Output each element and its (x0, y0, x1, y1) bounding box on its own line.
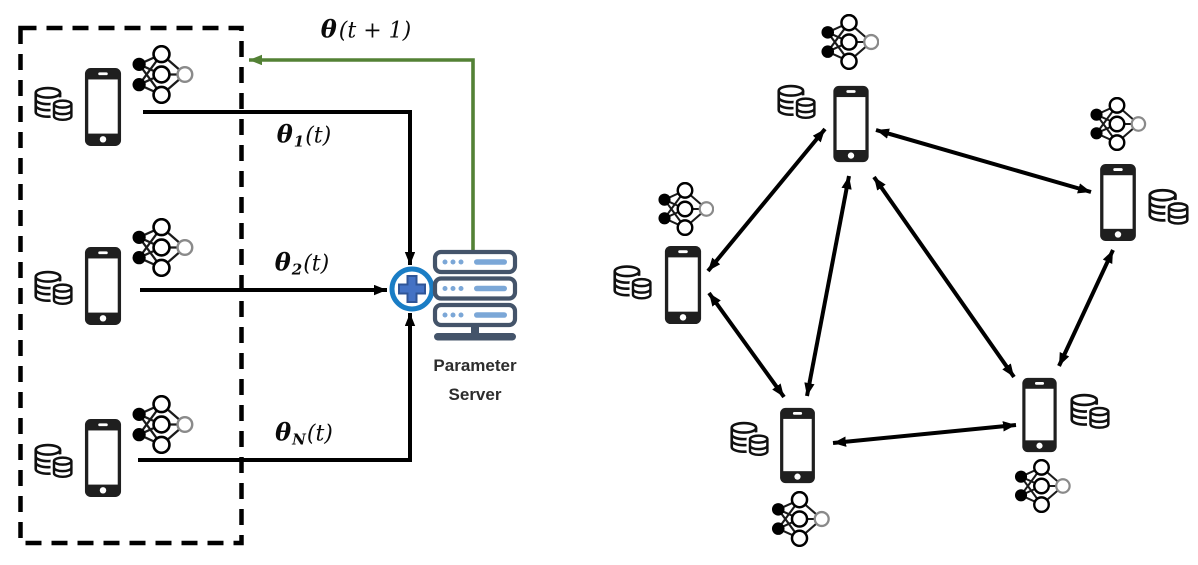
peer-node-top-center (779, 14, 879, 163)
parameter-server-caption-line2: Server (448, 385, 502, 404)
p2p-link-leftmiddle-bottomcenter (707, 291, 786, 399)
database-icon (1150, 190, 1187, 223)
neural-network-icon (131, 395, 194, 454)
global-model-label: θ(t + 1) (320, 14, 412, 44)
server-leds (442, 259, 507, 318)
smartphone-icon (833, 85, 869, 163)
parameter-server-caption: Parameter Server (433, 351, 516, 409)
upload-arrow-N (138, 313, 416, 462)
client-device-N (36, 395, 194, 497)
neural-network-icon (657, 182, 714, 236)
peer-node-top-right (1089, 97, 1187, 242)
neural-network-icon (1013, 459, 1071, 513)
database-icon (36, 445, 72, 477)
server-stack-icon (432, 249, 518, 341)
smartphone-icon (1022, 377, 1057, 453)
p2p-link-topcenter-bottomcenter (804, 175, 852, 397)
database-icon (779, 86, 815, 118)
database-icon (36, 272, 72, 304)
database-icon (732, 423, 768, 455)
server-stand (434, 325, 516, 341)
clients-boundary-dashed-box (18, 25, 244, 546)
database-icon (615, 267, 651, 299)
neural-network-icon (820, 14, 879, 70)
p2p-link-leftmiddle-topcenter (706, 127, 827, 273)
client-device-2 (36, 218, 194, 325)
peer-node-bottom-center (732, 407, 830, 547)
plus-aggregator-icon (389, 266, 435, 312)
neural-network-icon (131, 218, 194, 277)
database-icon (36, 88, 72, 120)
p2p-link-topcenter-bottomright (872, 175, 1016, 379)
smartphone-icon (84, 419, 122, 497)
theta-2-label: θ2(t) (274, 247, 330, 279)
client-device-1 (36, 45, 194, 146)
parameter-server-caption-line1: Parameter (433, 356, 517, 375)
p2p-links-group (706, 127, 1115, 447)
p2p-link-topright-bottomright (1057, 249, 1115, 367)
broadcast-arrow (249, 54, 475, 252)
upload-arrow-1 (143, 110, 416, 265)
smartphone-icon (1100, 163, 1136, 242)
p2p-link-bottomcenter-bottomright (832, 421, 1017, 447)
plus-icon (398, 275, 426, 303)
neural-network-icon (1089, 97, 1147, 151)
smartphone-icon (84, 247, 122, 325)
smartphone-icon (780, 407, 815, 484)
database-icon (1072, 395, 1109, 428)
smartphone-icon (664, 245, 702, 325)
theta-1-label: θ1(t) (276, 119, 332, 151)
p2p-link-topcenter-topright (875, 128, 1092, 194)
upload-arrows-group (138, 110, 416, 462)
peer-node-bottom-right (1013, 377, 1109, 513)
peer-node-left-middle (615, 182, 714, 325)
neural-network-icon (770, 491, 830, 547)
smartphone-icon (84, 68, 122, 146)
neural-network-icon (131, 45, 194, 104)
theta-N-label: θN(t) (275, 417, 333, 449)
